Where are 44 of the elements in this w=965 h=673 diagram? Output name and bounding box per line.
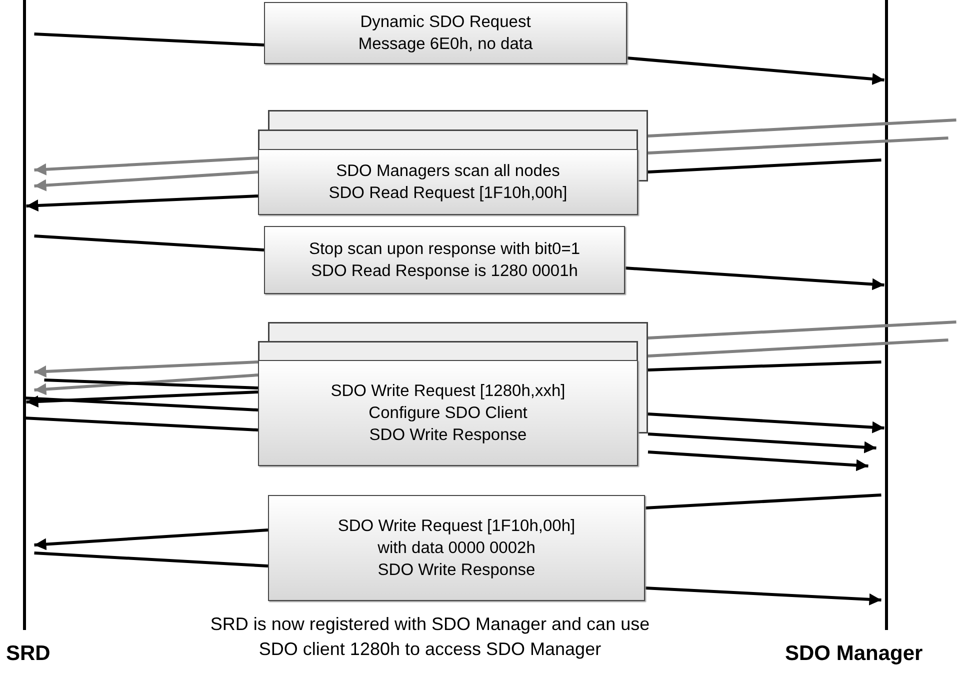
- arrow: [34, 156, 258, 176]
- message-line: [34, 552, 268, 568]
- message-line: [648, 136, 948, 154]
- message-box: [268, 495, 645, 601]
- message-line: [648, 320, 956, 340]
- message-text: Stop scan upon response with bit0=1: [308, 239, 580, 260]
- arrow: [34, 170, 258, 192]
- participant-label: SRD: [6, 642, 50, 666]
- arrow: [648, 432, 876, 454]
- arrow: [624, 266, 884, 290]
- arrow: [648, 412, 884, 434]
- message-text: with data 0000 0002h: [378, 538, 536, 559]
- arrow: [644, 586, 882, 606]
- message-text: SDO Write Request [1F10h,00h]: [338, 516, 576, 537]
- message-line: [24, 416, 258, 432]
- caption: SRD is now registered with SDO Manager and can use SDO client 1280h to access SDO Manager: [209, 613, 651, 661]
- message-line: [644, 494, 882, 510]
- message-box: [264, 2, 627, 64]
- message-line: [44, 378, 258, 390]
- arrow: [648, 450, 868, 472]
- message-text: SDO Read Request [1F10h,00h]: [328, 183, 568, 204]
- message-line: [648, 360, 882, 372]
- message-text: Dynamic SDO Request: [360, 12, 531, 33]
- message-line: [34, 234, 264, 252]
- message-text: SDO Write Response: [378, 560, 536, 581]
- message-line: [34, 32, 264, 46]
- arrow: [26, 194, 258, 212]
- message-line: [24, 396, 258, 412]
- message-text: SDO Write Response: [369, 425, 527, 446]
- arrow: [626, 56, 884, 85]
- arrow: [34, 528, 268, 550]
- message-text: Message 6E0h, no data: [358, 34, 533, 55]
- message-text: SDO Managers scan all nodes: [336, 161, 560, 182]
- message-line: [648, 338, 948, 358]
- arrow: [34, 374, 258, 396]
- message-text: SDO Write Request [1280h,xxh]: [330, 381, 566, 402]
- message-text: Configure SDO Client: [368, 403, 528, 424]
- arrow: [34, 360, 258, 378]
- arrow: [26, 390, 258, 408]
- message-line: [648, 118, 956, 138]
- message-line: [648, 158, 882, 174]
- message-box: [264, 226, 625, 294]
- message-text: SDO Read Response is 1280 0001h: [311, 261, 578, 282]
- participant-label: SDO Manager: [785, 642, 923, 666]
